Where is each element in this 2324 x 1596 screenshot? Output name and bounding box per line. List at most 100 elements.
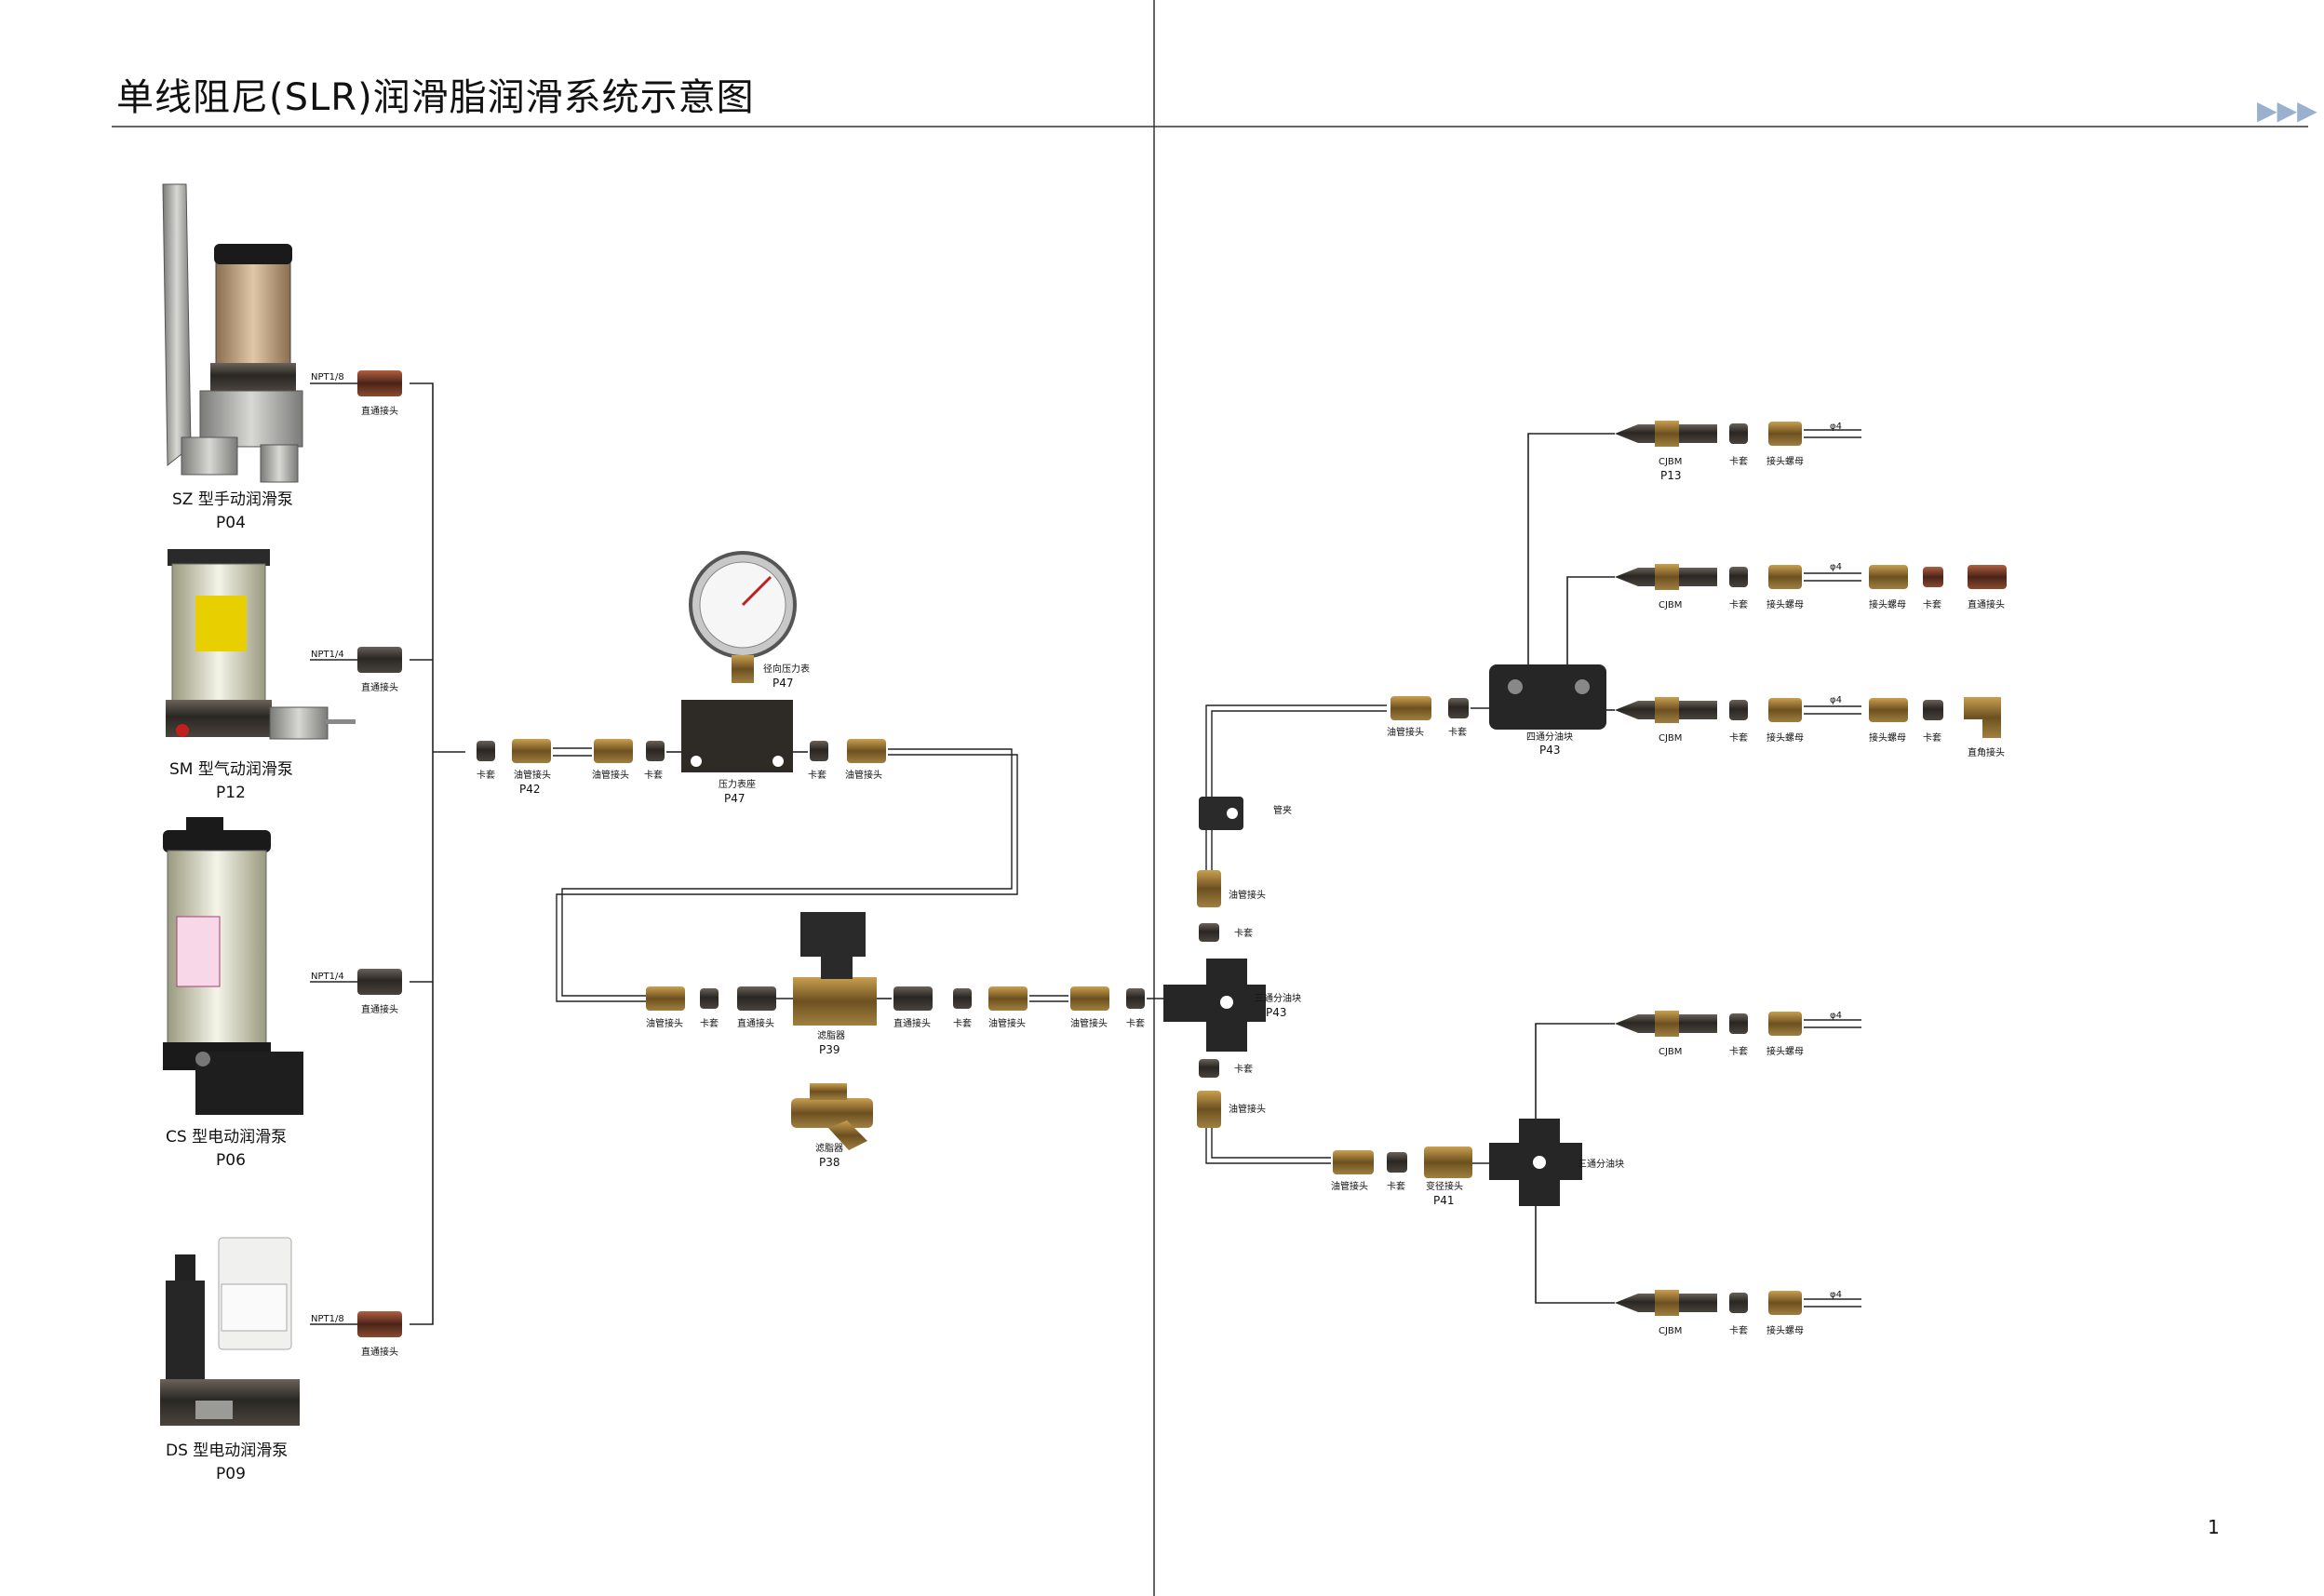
label-kataozhi-8: 卡套 [1234,1063,1253,1075]
label-kataozhi-9: 卡套 [1448,726,1467,738]
label-kataozhi-r4: 卡套 [1729,1045,1748,1057]
pump-code-sm: P12 [216,784,246,802]
label-youguan-8: 油管接头 [1229,1103,1266,1115]
label-cjbm-code: P13 [1660,469,1682,482]
y-strainer [791,1083,873,1150]
label-bianjing: 变径接头 [1426,1180,1463,1192]
label-luomu-r2: 接头螺母 [1767,598,1804,610]
label-cjbm-2: CJBM [1659,600,1682,610]
pump-code-cs: P06 [216,1151,246,1170]
label-phi4-r1: φ4 [1830,422,1842,432]
label-kataozhi-3: 卡套 [808,769,826,781]
sz-manual-pump [162,183,303,483]
label-filter-name: 滤脂器 [817,1029,845,1041]
label-zhitong-1: 直通接头 [737,1017,774,1029]
label-gauge-code: P47 [772,677,794,690]
label-youguan-10: 油管接头 [1331,1180,1368,1192]
label-filter-code: P39 [819,1043,840,1056]
label-filter2-name: 滤脂器 [815,1142,843,1154]
label-kataozhi-r1: 卡套 [1729,455,1748,467]
label-sifen-code: P43 [1539,744,1561,757]
pump-name-ds: DS 型电动润滑泵 [166,1442,288,1460]
riser-line [1163,704,1387,1164]
filter-line-fittings [646,912,1163,1026]
label-cjbm-4: CJBM [1659,1047,1682,1057]
label-phi4-r5: φ4 [1830,1290,1842,1300]
cjbm-outlets [1615,421,2007,1316]
label-youguan-7: 油管接头 [1229,889,1266,901]
pump-trunk-line [410,382,465,1325]
label-kataozhi-2: 卡套 [644,769,663,781]
label-zhijiao-r3: 直角接头 [1968,746,2005,758]
label-kataozhi-1: 卡套 [477,769,495,781]
label-cjbm-3: CJBM [1659,733,1682,744]
label-youguan-9: 油管接头 [1387,726,1424,738]
label-sifen: 四通分油块 [1526,731,1573,743]
label-luomu-r5: 接头螺母 [1767,1324,1804,1336]
label-filter2-code: P38 [819,1156,840,1169]
port-label-cs: NPT1/4 [311,972,344,982]
label-phi4-r3: φ4 [1830,695,1842,705]
port-label-sm: NPT1/4 [311,650,344,660]
pump-outlets [310,370,402,1337]
lower-branch [1333,1023,1615,1304]
pump-name-sz: SZ 型手动润滑泵 [172,490,293,509]
label-phi4-r4: φ4 [1830,1011,1842,1021]
label-seat-name: 压力表座 [719,778,756,790]
port-label-sz: NPT1/8 [311,372,344,382]
label-zhitong-r2: 直通接头 [1968,598,2005,610]
fitting-label-ds: 直通接头 [361,1346,398,1358]
sm-pneumatic-pump [166,549,356,740]
port-label-ds: NPT1/8 [311,1314,344,1324]
gauge-line-fittings [477,700,1018,1002]
label-p42: P42 [519,783,541,796]
label-cjbm-5: CJBM [1659,1326,1682,1336]
page-title: 单线阻尼(SLR)润滑脂润滑系统示意图 [116,76,755,119]
label-kataozhi-r3b: 卡套 [1923,731,1941,744]
label-luomu-r3b: 接头螺母 [1869,731,1906,744]
label-kataozhi-r2b: 卡套 [1923,598,1941,610]
label-phi4-r2: φ4 [1830,562,1842,572]
label-sanfen: 三通分油块 [1255,992,1301,1004]
label-luomu-r3: 接头螺母 [1767,731,1804,744]
label-youguan-1: 油管接头 [514,769,551,781]
fitting-label-cs: 直通接头 [361,1003,398,1015]
label-kataozhi-5: 卡套 [953,1017,972,1029]
label-youguan-6: 油管接头 [1070,1017,1108,1029]
label-cjbm-1: CJBM [1659,457,1682,467]
label-luomu-r4: 接头螺母 [1767,1045,1804,1057]
label-youguan-5: 油管接头 [988,1017,1026,1029]
label-kataozhi-10: 卡套 [1387,1180,1405,1192]
label-sanfen2: 三通分油块 [1578,1158,1624,1170]
label-luomu-r1: 接头螺母 [1767,455,1804,467]
ds-electric-pump [160,1237,300,1426]
pump-code-sz: P04 [216,514,246,532]
label-kataozhi-r2: 卡套 [1729,598,1748,610]
fitting-label-sm: 直通接头 [361,681,398,693]
label-kataozhi-7: 卡套 [1234,927,1253,939]
label-youguan-3: 油管接头 [845,769,882,781]
upper-branch [1390,433,1615,730]
label-kataozhi-6: 卡套 [1126,1017,1145,1029]
label-kataozhi-r3: 卡套 [1729,731,1748,744]
label-luomu-r2b: 接头螺母 [1869,598,1906,610]
label-kataozhi-r5: 卡套 [1729,1324,1748,1336]
label-bianjing-code: P41 [1433,1194,1455,1207]
label-gauge-name: 径向压力表 [763,663,810,675]
pump-name-sm: SM 型气动润滑泵 [169,760,293,779]
label-sanfen-code: P43 [1266,1006,1287,1019]
cs-electric-pump [163,817,303,1115]
pump-code-ds: P09 [216,1465,246,1483]
label-youguan-4: 油管接头 [646,1017,683,1029]
label-youguan-2: 油管接头 [592,769,629,781]
next-page-arrows-icon: ▶▶▶ [2257,95,2317,126]
label-seat-code: P47 [724,792,746,805]
label-zhitong-2: 直通接头 [893,1017,931,1029]
fitting-label-sz: 直通接头 [361,405,398,417]
label-kataozhi-4: 卡套 [700,1017,719,1029]
pump-name-cs: CS 型电动润滑泵 [166,1128,287,1147]
page-number: 1 [2208,1516,2220,1538]
pressure-gauge [689,551,797,683]
label-guanjia: 管夹 [1273,804,1292,816]
